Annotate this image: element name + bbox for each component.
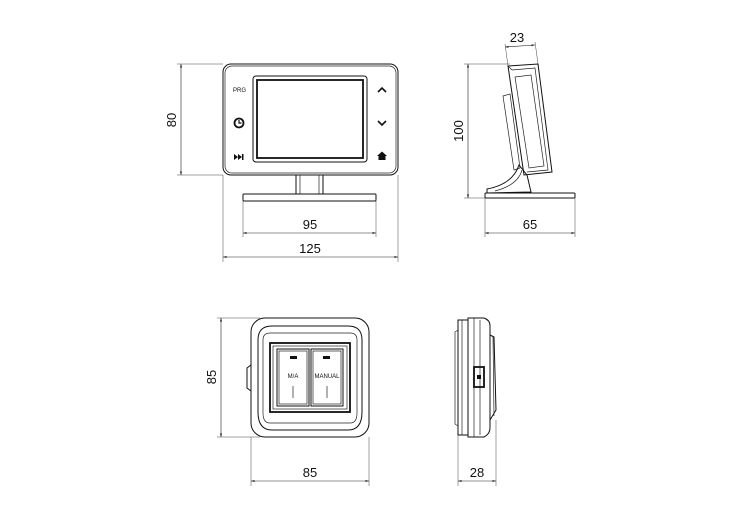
wall-side-depth-dimension: 28 [470,465,484,480]
side-stand [486,163,532,194]
screen-display [256,79,364,159]
left-switch-label: M/A [288,374,299,380]
side-height-dimension: 100 [451,120,466,142]
right-switch-led [323,356,330,359]
device-body-inner [224,65,397,174]
chevron-down-icon [377,120,387,127]
wall-outer-plate [250,317,370,438]
side-stand-base [484,192,576,199]
wall-height-dimension: 85 [204,370,219,384]
wall-side-rocker [473,366,485,388]
wall-side-plate [467,317,491,438]
front-base-width-dimension: 95 [303,217,317,232]
chevron-up-icon [377,86,387,93]
skip-forward-icon [234,154,244,160]
home-icon [377,151,387,160]
front-height-dimension: 80 [164,113,179,127]
switch-frame [269,342,351,413]
side-view: 23 100 65 [451,30,576,237]
wall-inner-bevel [257,325,363,431]
clock-icon [233,117,245,129]
stand-base [242,193,377,202]
side-top-depth-dimension: 23 [510,30,524,45]
right-rocker-switch [310,348,344,407]
front-total-width-dimension: 125 [299,241,321,256]
wall-width-dimension: 85 [303,465,317,480]
wall-side-back [457,319,469,436]
prg-label: PRG [233,88,246,94]
left-switch-led [290,356,297,359]
wall-side-view: 28 [454,317,497,486]
left-rocker-switch [276,348,310,407]
wall-front-view: M/A MANUAL 85 85 [204,317,370,486]
front-view: PRG 80 95 125 [164,63,399,262]
screen-frame [252,75,368,163]
right-switch-label: MANUAL [314,374,340,380]
side-base-depth-dimension: 65 [523,217,537,232]
side-device-body [507,63,553,176]
